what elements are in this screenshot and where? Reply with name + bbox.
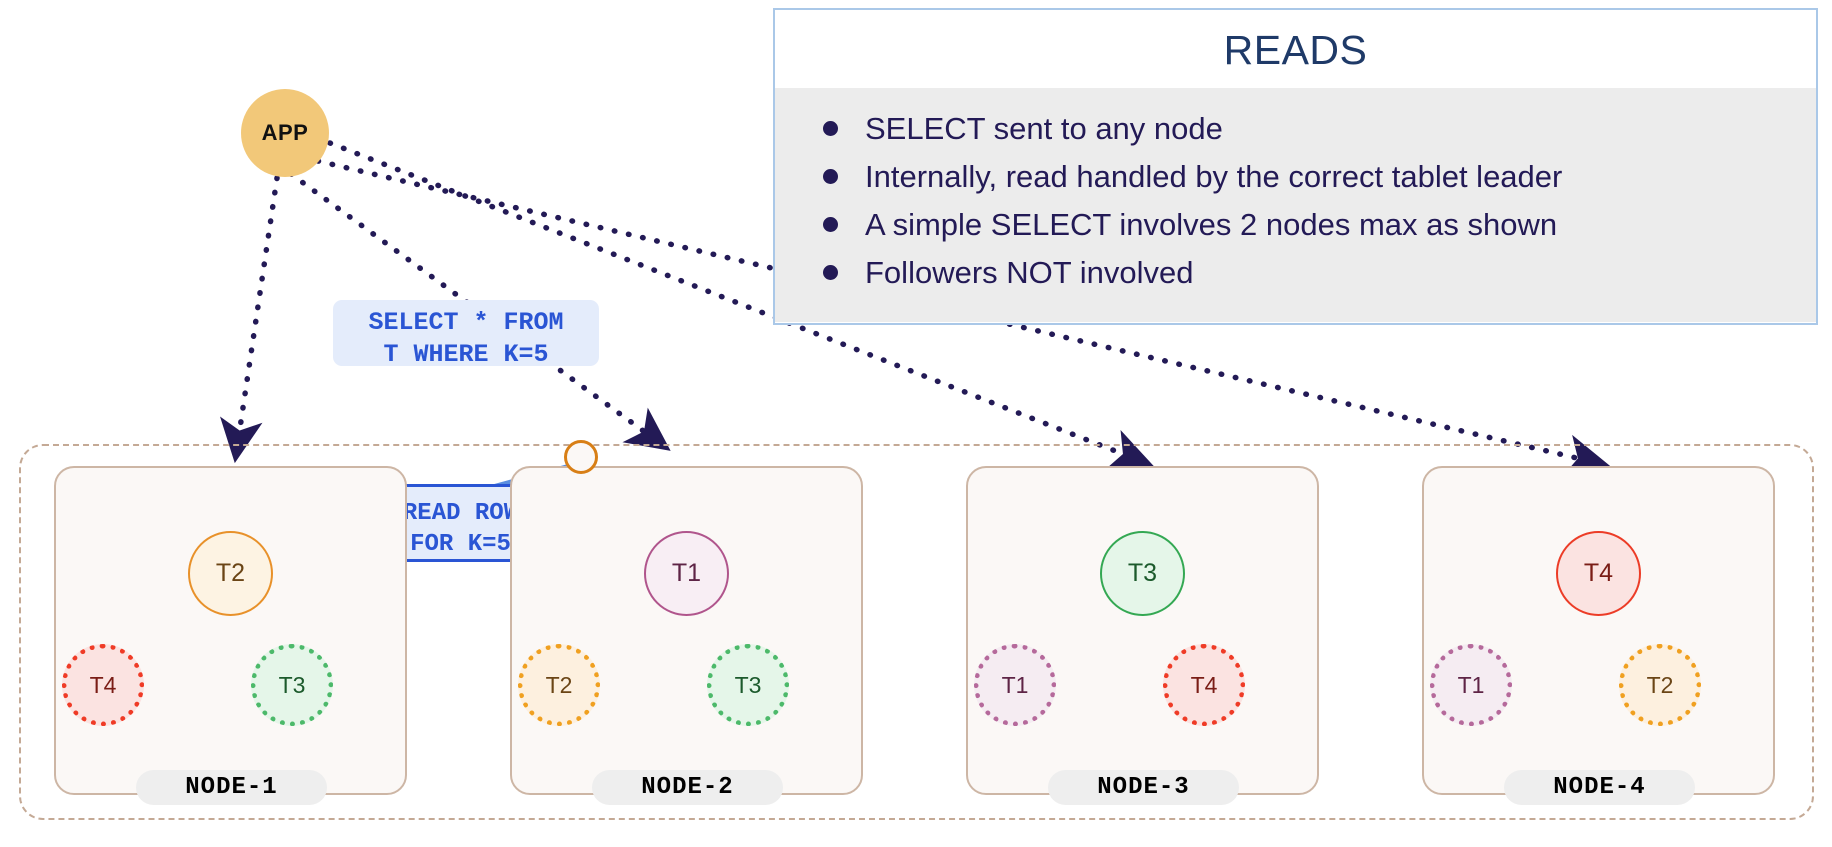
list-item: Followers NOT involved [775,248,1816,296]
bullet-icon [823,216,838,232]
list-item: Internally, read handled by the correct … [775,152,1816,200]
bullet-icon [823,264,838,280]
tablet-leader-t3-node3: T3 [1100,531,1185,616]
reads-info-panel: READS SELECT sent to any node Internally… [773,8,1818,325]
node-label-2: NODE-2 [592,770,783,805]
node-container-4 [1422,466,1775,795]
tablet-follower-t2-node4: T2 [1619,644,1701,726]
reads-bullet-text: Internally, read handled by the correct … [865,158,1563,194]
bullet-icon [823,120,838,136]
node-container-2 [510,466,863,795]
tablet-follower-t2-node2: T2 [518,644,600,726]
connector-app-to-node1 [220,175,280,464]
tablet-follower-t1-node4: T1 [1430,644,1512,726]
tablet-follower-t3-node2: T3 [707,644,789,726]
cluster-boundary [19,444,1814,820]
list-item: SELECT sent to any node [775,104,1816,152]
node2-entry-point-marker [564,440,598,474]
node-container-3 [966,466,1319,795]
bullet-icon [823,168,838,184]
tablet-follower-t4-node1: T4 [62,644,144,726]
node-label-4: NODE-4 [1504,770,1695,805]
tablet-leader-t2-node1: T2 [188,531,273,616]
reads-panel-title: READS [1223,27,1368,73]
tablet-follower-t1-node3: T1 [974,644,1056,726]
reads-bullet-text: Followers NOT involved [865,254,1194,290]
tablet-follower-t3-node1: T3 [251,644,333,726]
reads-bullet-list: SELECT sent to any node Internally, read… [775,104,1816,296]
list-item: A simple SELECT involves 2 nodes max as … [775,200,1816,248]
app-node: APP [241,89,329,177]
node-label-3: NODE-3 [1048,770,1239,805]
sql-query-label: SELECT * FROM T WHERE K=5 [333,300,599,369]
reads-panel-body: SELECT sent to any node Internally, read… [775,88,1816,322]
reads-bullet-text: A simple SELECT involves 2 nodes max as … [865,206,1558,242]
tablet-leader-t4-node4: T4 [1556,531,1641,616]
tablet-follower-t4-node3: T4 [1163,644,1245,726]
tablet-leader-t1-node2: T1 [644,531,729,616]
node-label-1: NODE-1 [136,770,327,805]
reads-bullet-text: SELECT sent to any node [865,110,1223,146]
node-container-1 [54,466,407,795]
